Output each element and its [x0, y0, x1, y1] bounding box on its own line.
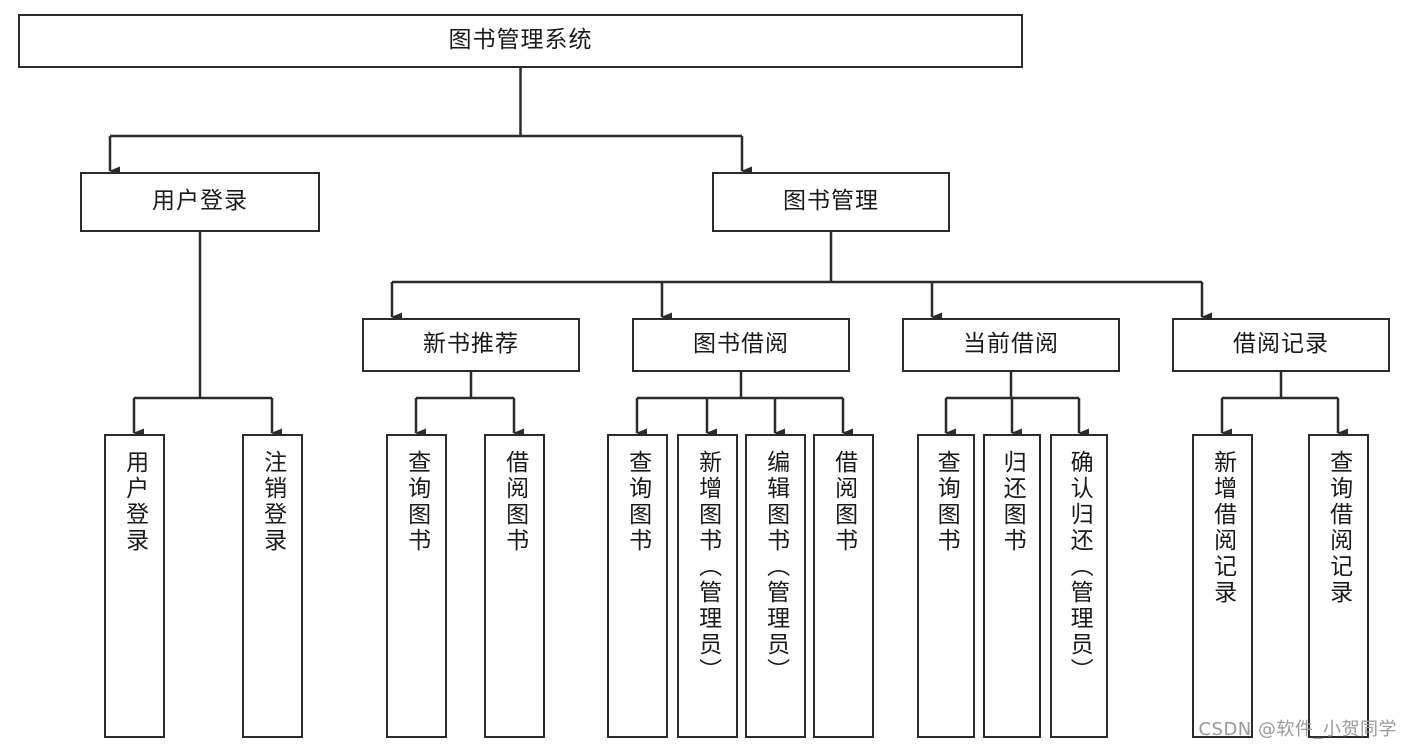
node-l-q3[interactable]: 查询图书	[917, 434, 975, 738]
node-l-ret[interactable]: 归还图书	[983, 434, 1041, 738]
node-label: 新书推荐	[423, 331, 519, 358]
node-l-qrec[interactable]: 查询借阅记录	[1308, 434, 1369, 738]
node-label: 注销登录	[259, 450, 286, 554]
watermark-text: CSDN @软件_小贺同学	[1198, 719, 1397, 740]
node-l-edit[interactable]: 编辑图书（管理员）	[745, 434, 806, 738]
node-l-logout[interactable]: 注销登录	[242, 434, 303, 738]
node-label: 新增图书（管理员）	[694, 450, 721, 684]
node-login[interactable]: 用户登录	[80, 172, 320, 232]
node-l-add[interactable]: 新增图书（管理员）	[677, 434, 738, 738]
node-l-b1[interactable]: 借阅图书	[484, 434, 545, 738]
node-label: 确认归还（管理员）	[1066, 450, 1093, 684]
node-label: 归还图书	[999, 450, 1026, 554]
node-label: 查询图书	[624, 450, 651, 554]
node-root[interactable]: 图书管理系统	[18, 14, 1023, 68]
node-label: 查询图书	[933, 450, 960, 554]
node-bookmgmt[interactable]: 图书管理	[712, 172, 950, 232]
node-label: 当前借阅	[963, 331, 1059, 358]
node-label: 新增借阅记录	[1209, 450, 1236, 606]
node-label: 查询借阅记录	[1325, 450, 1352, 606]
connector-lines	[108, 68, 1348, 438]
node-label: 借阅图书	[501, 450, 528, 554]
node-l-conf[interactable]: 确认归还（管理员）	[1050, 434, 1108, 738]
node-l-q2[interactable]: 查询图书	[607, 434, 668, 738]
node-label: 编辑图书（管理员）	[762, 450, 789, 684]
node-label: 查询图书	[403, 450, 430, 554]
node-borrow[interactable]: 图书借阅	[632, 318, 850, 372]
node-label: 借阅记录	[1233, 331, 1329, 358]
node-label: 用户登录	[152, 188, 248, 215]
node-newbook[interactable]: 新书推荐	[362, 318, 580, 372]
node-l-q1[interactable]: 查询图书	[386, 434, 447, 738]
node-l-login[interactable]: 用户登录	[104, 434, 165, 738]
node-label: 图书借阅	[693, 331, 789, 358]
node-label: 用户登录	[121, 450, 148, 554]
node-l-b2[interactable]: 借阅图书	[813, 434, 874, 738]
node-l-addrec[interactable]: 新增借阅记录	[1192, 434, 1253, 738]
node-label: 图书管理系统	[448, 27, 593, 54]
node-label: 借阅图书	[830, 450, 857, 554]
node-records[interactable]: 借阅记录	[1172, 318, 1390, 372]
node-label: 图书管理	[783, 188, 879, 215]
node-current[interactable]: 当前借阅	[902, 318, 1120, 372]
